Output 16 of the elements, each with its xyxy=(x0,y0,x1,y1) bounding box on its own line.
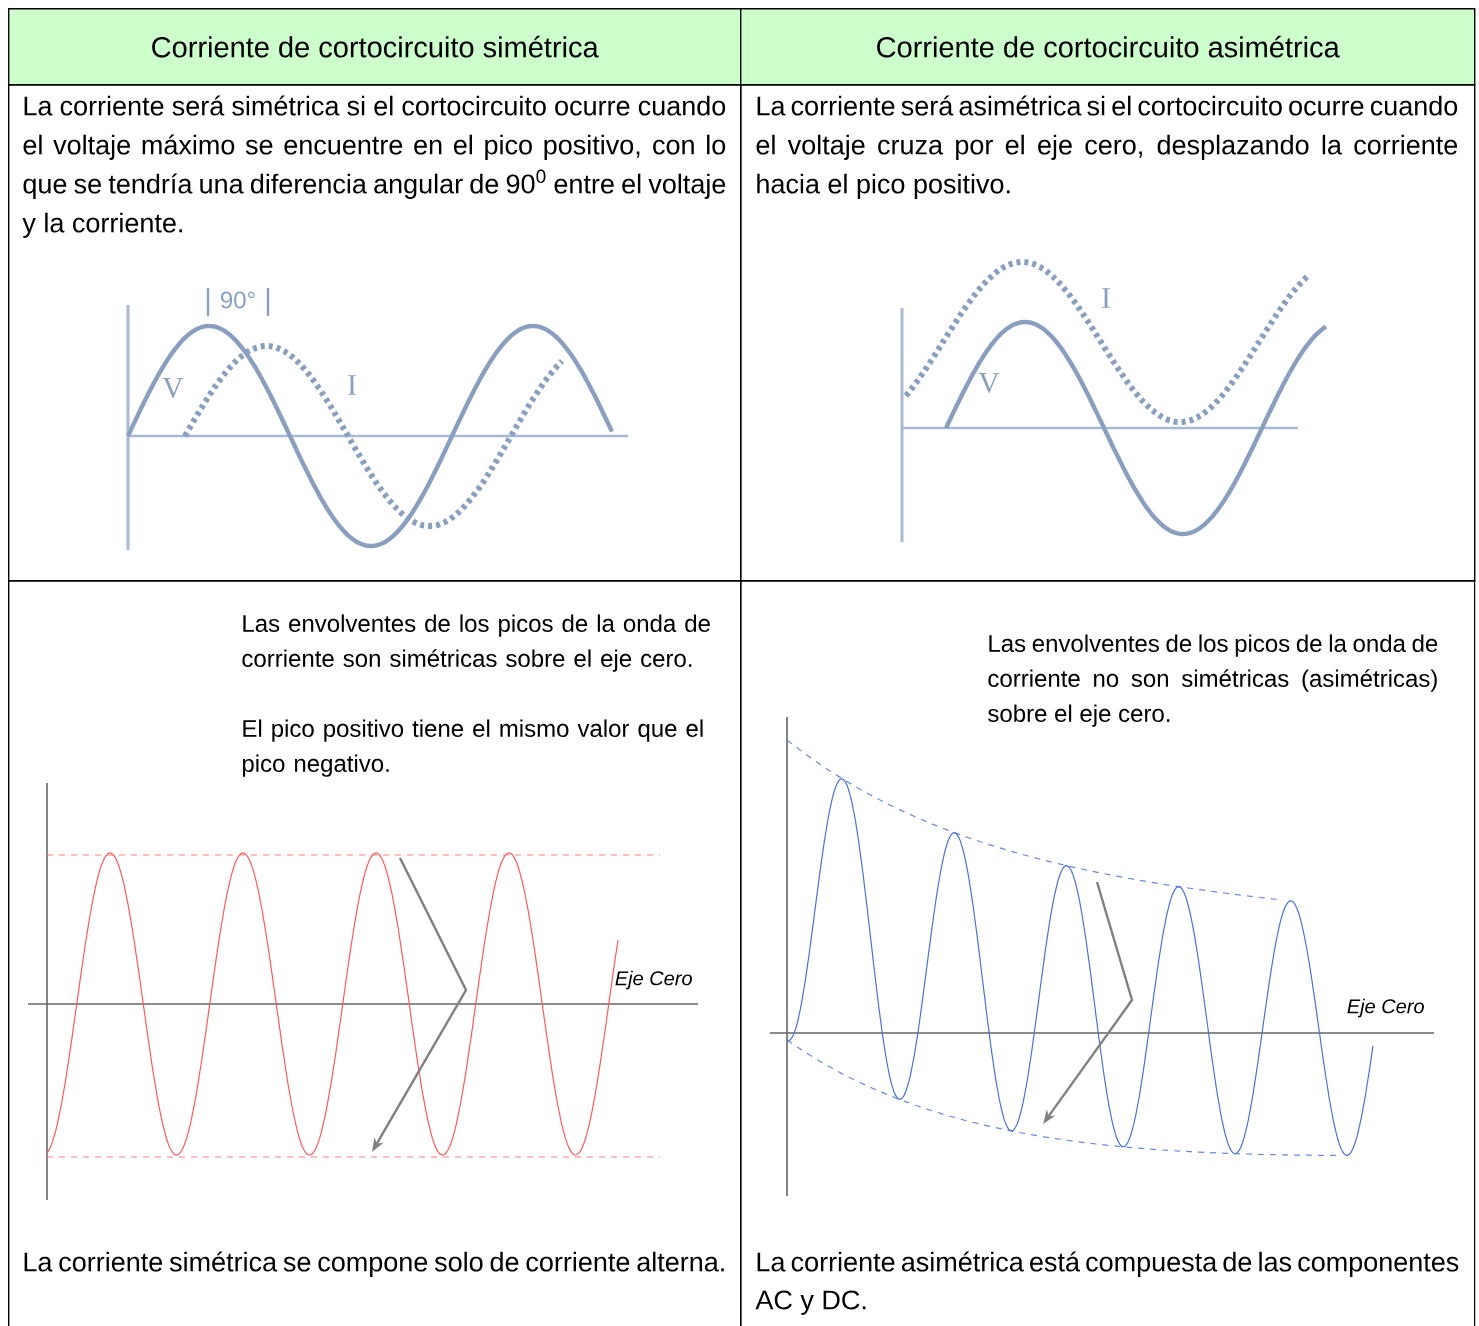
curve-label: I xyxy=(1102,288,1110,308)
curve-label: V xyxy=(978,372,1000,394)
angle-label: 90° xyxy=(221,291,255,309)
axis-label: Eje Cero xyxy=(1347,998,1424,1018)
curve-label: I xyxy=(348,375,356,395)
paragraph: La corriente será asimétrica si el cortocircuito ocurre cuando el voltaje cruza por el eje cero, desplazando la corriente hacia el pico positivo. xyxy=(756,95,1458,199)
curve-label: V xyxy=(162,377,184,399)
paragraph: La corriente será simétrica si el cortocircuito ocurre cuando el voltaje máximo se encuentre en el pico positivo, con lo que se tendría una diferencia angular de 90$^{0}$ entre el voltaje y la corriente. xyxy=(22,95,726,238)
paragraph: La corriente asimétrica está compuesta de las componentes AC y DC. xyxy=(755,1251,1459,1315)
paragraph: El pico positivo tiene el mismo valor que el pico negativo. xyxy=(242,719,703,777)
header-cell: Corriente de cortocircuito simétrica xyxy=(8,8,742,86)
axis-label: Eje Cero xyxy=(615,970,692,990)
paragraph: La corriente simétrica se compone solo de corriente alterna. xyxy=(24,1251,724,1277)
header-cell: Corriente de cortocircuito asimétrica xyxy=(740,8,1476,86)
paragraph: Las envolventes de los picos de la onda de corriente no son simétricas (asimétricas) sobre el eje cero. xyxy=(988,634,1438,727)
paragraph: Las envolventes de los picos de la onda de corriente son simétricas sobre el eje cero. xyxy=(242,614,710,672)
